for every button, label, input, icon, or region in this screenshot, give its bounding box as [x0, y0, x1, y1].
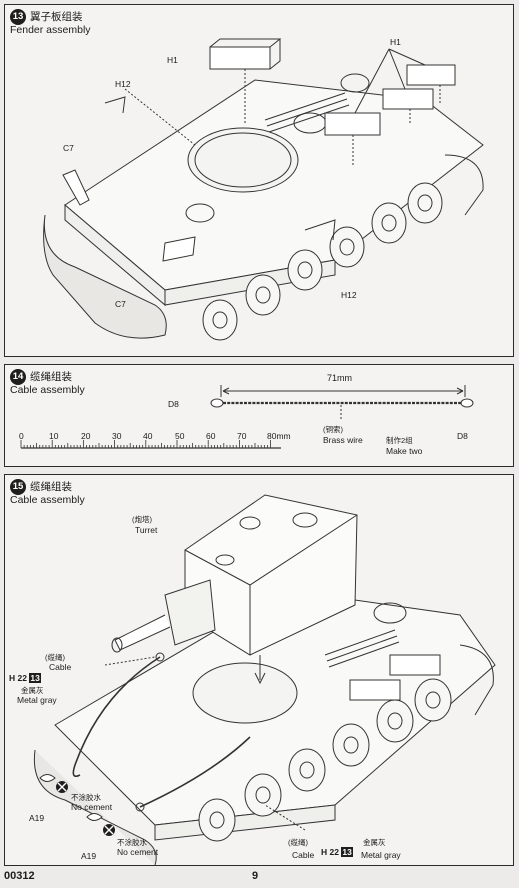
ruler-tick-50: 50 [175, 431, 185, 441]
step-title-en: Cable assembly [10, 494, 85, 506]
paint-code-left: H 22 13 [9, 673, 41, 683]
ruler-tick-30: 30 [112, 431, 122, 441]
paint-letter: H [321, 847, 328, 857]
ruler-tick-70: 70 [237, 431, 247, 441]
part-label-c7-top: C7 [63, 143, 74, 153]
wire-label-cn: (铜索) [323, 425, 343, 434]
cable-install-diagram [33, 494, 496, 865]
step-number-badge: 13 [10, 9, 26, 25]
page-number: 9 [252, 870, 259, 882]
part-label-a19-2: A19 [81, 851, 97, 861]
make-two-cn: 制作2组 [386, 436, 413, 445]
paint-number-1: 22 [17, 673, 27, 683]
turret-label-cn: (炮塔) [132, 515, 152, 524]
no-cement-1-en: No cement [71, 802, 113, 812]
paint-label-en: Metal gray [17, 695, 57, 705]
no-cement-icon [56, 781, 68, 793]
step-title-en: Cable assembly [10, 384, 85, 396]
step-title-cn: 缆绳组装 [30, 371, 72, 383]
ruler-tick-10: 10 [49, 431, 59, 441]
no-cement-2-en: No cement [117, 847, 159, 857]
fender-assembly-diagram [43, 38, 484, 341]
paint-number-2: 13 [29, 673, 41, 683]
step-15-panel: 15 缆绳组装 Cable assembly [4, 474, 514, 866]
step-number-badge: 14 [10, 369, 26, 385]
cable-bottom-label-cn: (缆绳) [288, 838, 308, 847]
ruler-tick-60: 60 [206, 431, 216, 441]
part-label-h12-bottom: H12 [341, 290, 357, 300]
part-label-h1-right: H1 [390, 37, 401, 47]
part-label-c7-bottom: C7 [115, 299, 126, 309]
part-label-h12-top: H12 [115, 79, 131, 89]
step-title-en: Fender assembly [10, 24, 91, 36]
paint-bottom-en: Metal gray [361, 850, 401, 860]
step-title-cn: 翼子板组装 [30, 11, 83, 23]
paint-code-bottom: H 22 13 [321, 847, 353, 857]
cable-bottom-label-en: Cable [292, 850, 315, 860]
paint-label-cn: 金属灰 [21, 686, 44, 695]
paint-number-2: 13 [341, 847, 353, 857]
cable-left-label-en: Cable [49, 662, 72, 672]
cable-length-label: 71mm [327, 373, 353, 383]
step-title-cn: 缆绳组装 [30, 481, 72, 493]
step-13-panel: 13 翼子板组装 Fender assembly [4, 4, 514, 357]
paint-bottom-cn: 金属灰 [363, 838, 386, 847]
wire-label-en: Brass wire [323, 435, 363, 445]
step-number-badge: 15 [10, 479, 26, 495]
ruler-tick-0: 0 [19, 431, 24, 441]
no-cement-2-cn: 不涂胶水 [117, 838, 147, 847]
part-label-d8-left: D8 [168, 399, 179, 409]
paint-letter: H [9, 673, 16, 683]
no-cement-icon [103, 824, 115, 836]
product-code: 00312 [4, 870, 35, 882]
step-14-panel: 14 缆绳组装 Cable assembly 71mm D8 (铜索) Bras… [4, 364, 514, 467]
cable-measure-diagram [20, 385, 474, 449]
ruler-tick-80mm: 80mm [267, 431, 291, 441]
ruler-tick-20: 20 [81, 431, 91, 441]
make-two-en: Make two [386, 446, 423, 456]
part-label-d8-right: D8 [457, 431, 468, 441]
turret-label-en: Turret [135, 525, 158, 535]
part-label-a19-1: A19 [29, 813, 45, 823]
no-cement-1-cn: 不涂胶水 [71, 793, 101, 802]
paint-number-1: 22 [329, 847, 339, 857]
part-label-h1-left: H1 [167, 55, 178, 65]
ruler-tick-40: 40 [143, 431, 153, 441]
cable-left-label-cn: (缆绳) [45, 653, 65, 662]
